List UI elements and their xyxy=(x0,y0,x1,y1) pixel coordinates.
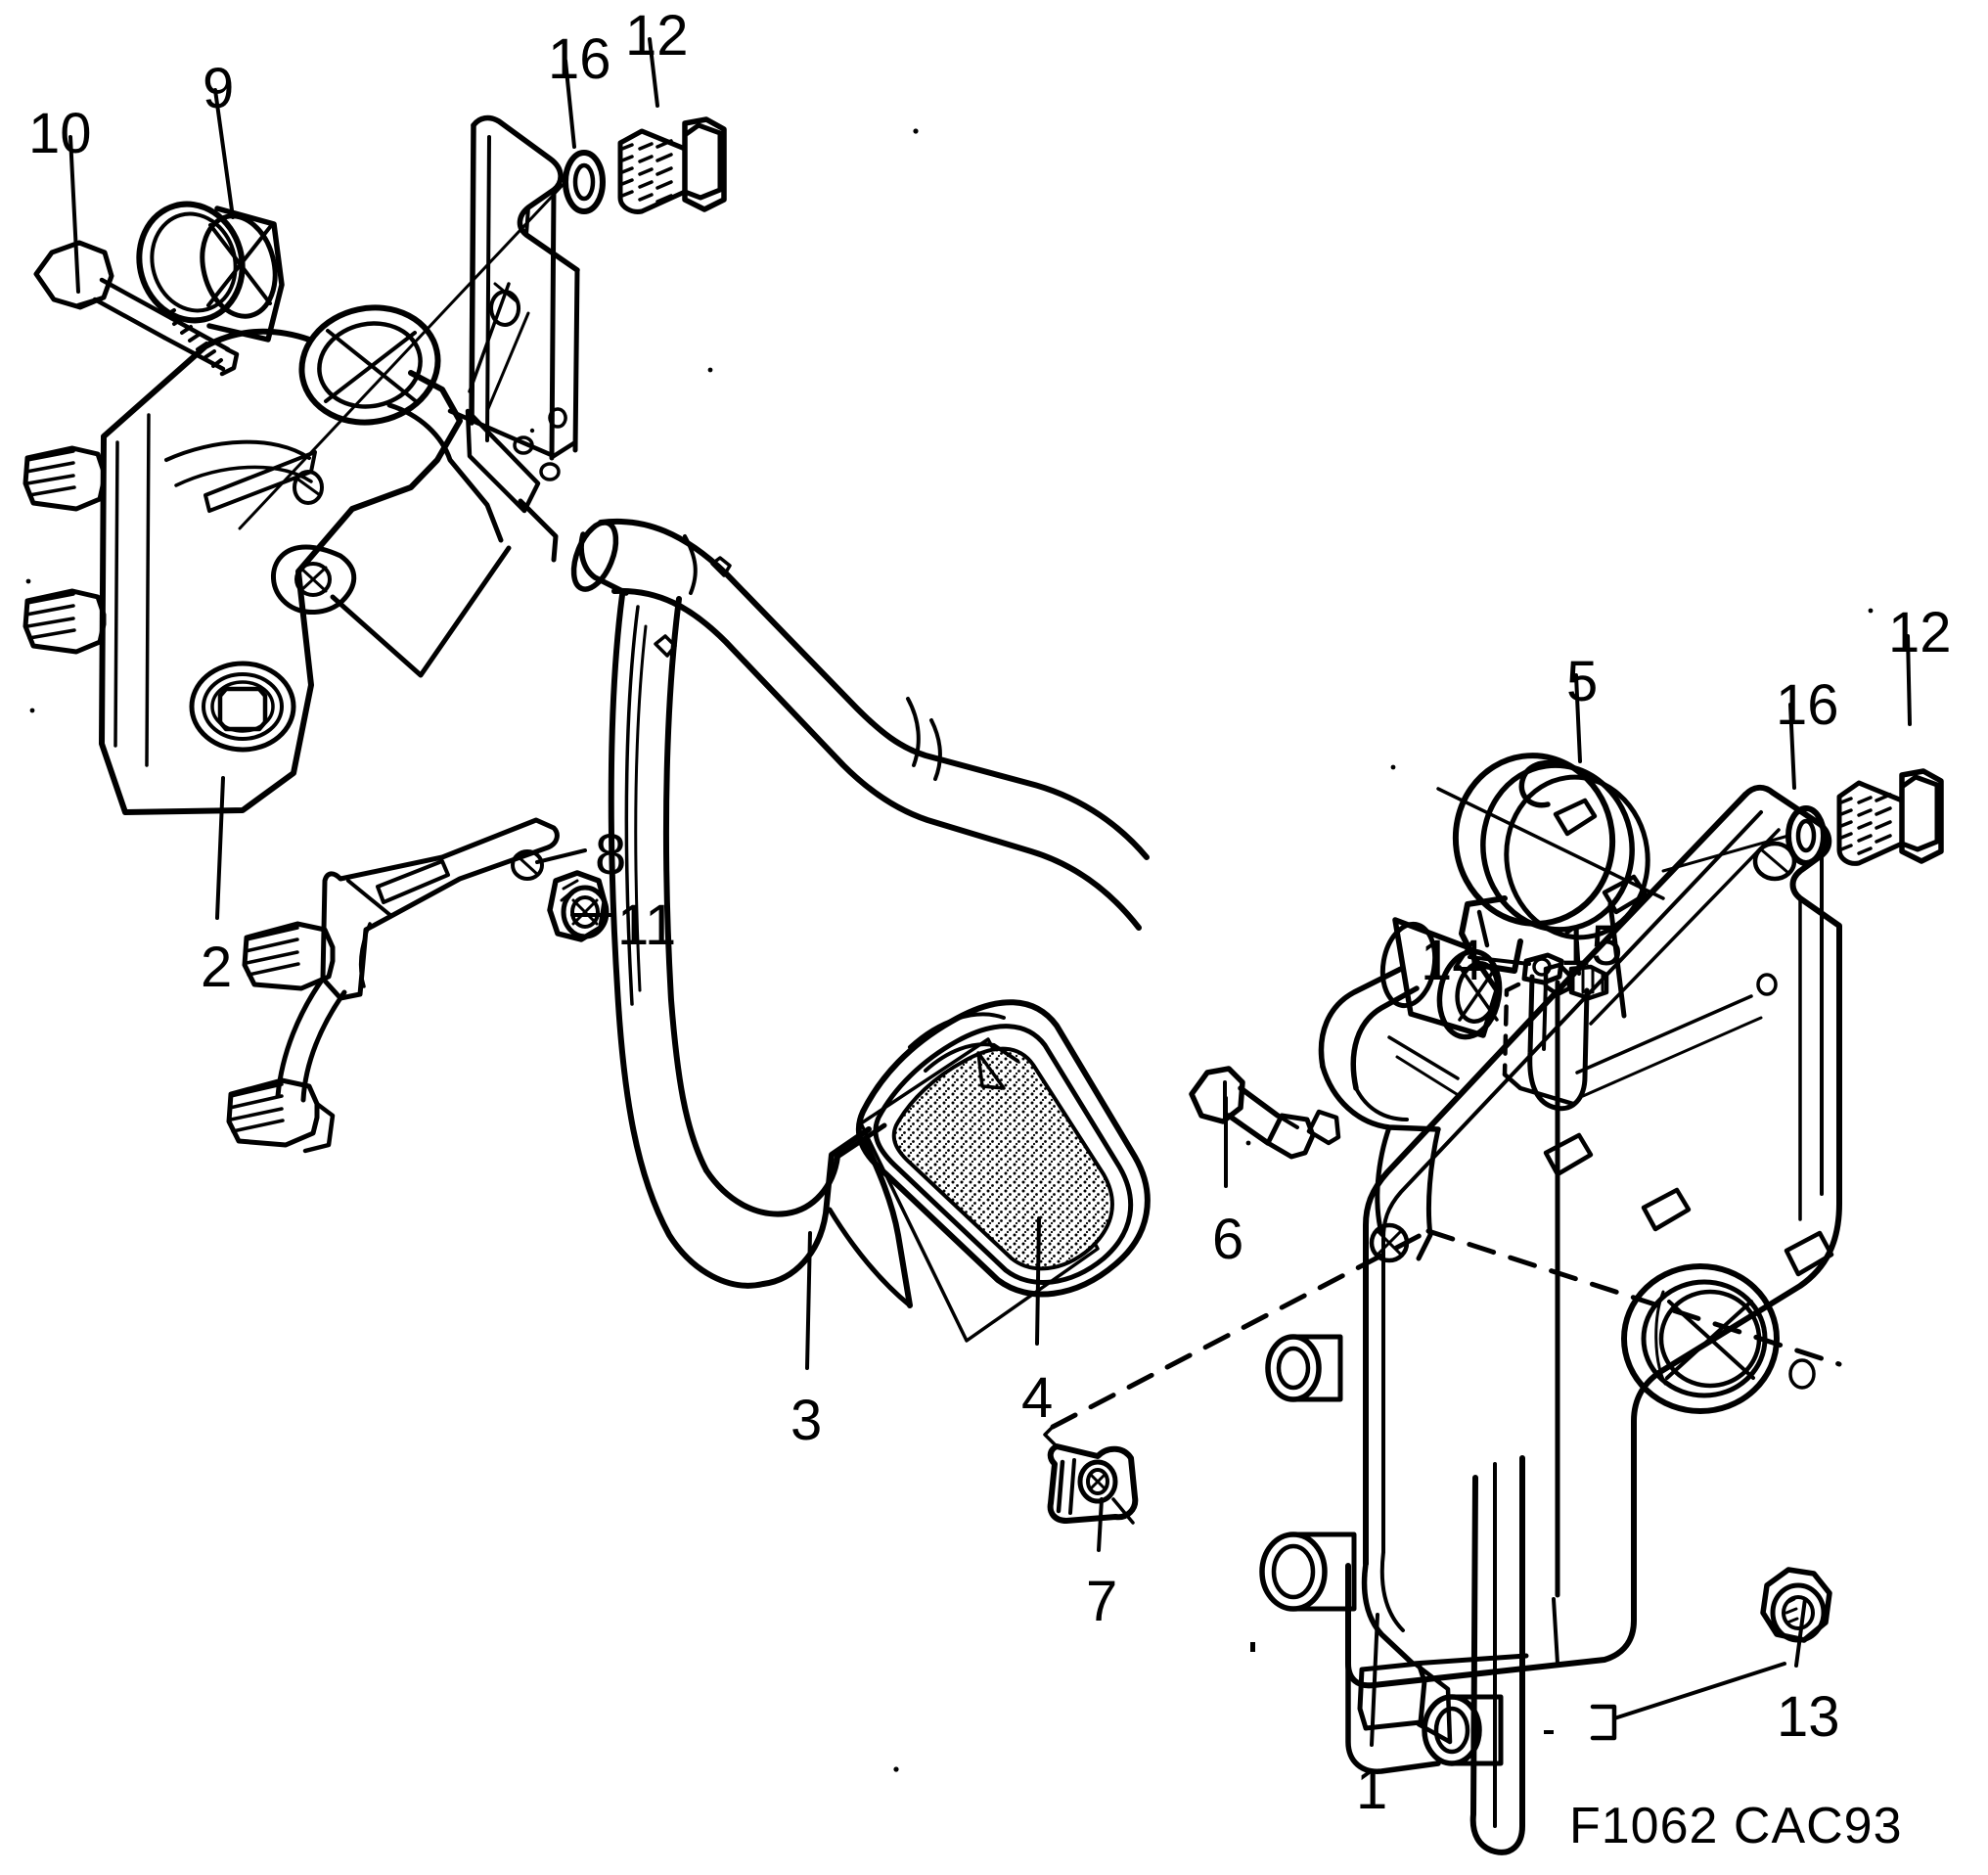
callout-16[interactable]: 16 xyxy=(548,27,611,91)
callout-2[interactable]: 2 xyxy=(201,936,233,999)
callout-15[interactable]: 15 xyxy=(1559,914,1623,978)
part-switch-bracket xyxy=(226,817,560,1154)
callout-13[interactable]: 13 xyxy=(1777,1685,1840,1749)
part-pedal-pad xyxy=(856,999,1151,1343)
part-flat-washer-top xyxy=(563,150,606,214)
part-flange-lock-nut xyxy=(1760,1567,1832,1643)
callout-9[interactable]: 9 xyxy=(203,57,235,120)
callout-14[interactable]: 14 xyxy=(1421,929,1484,992)
scan-artifacts xyxy=(25,128,1874,1772)
part-bushing-sleeve xyxy=(136,201,285,343)
part-pedal-lever-arm xyxy=(1318,917,1503,1263)
part-hex-flange-bolt-right xyxy=(1836,768,1944,866)
part-left-bracket-upright-flange xyxy=(447,114,580,461)
callout-4[interactable]: 4 xyxy=(1021,1366,1054,1430)
part-flange-nut xyxy=(547,870,610,942)
figure-caption: F1062 CAC93 xyxy=(1569,1798,1903,1854)
part-rubber-stop-clip xyxy=(1047,1443,1139,1525)
callout-1[interactable]: 1 xyxy=(1356,1758,1388,1821)
callout-12[interactable]: 12 xyxy=(625,4,689,68)
part-right-pedal-bracket xyxy=(1259,785,1842,1855)
callout-16-right[interactable]: 16 xyxy=(1776,673,1839,737)
part-pedal-arm xyxy=(570,518,1150,1308)
part-hex-flange-bolt-top xyxy=(617,116,727,214)
callout-8[interactable]: 8 xyxy=(595,823,627,887)
callout-3[interactable]: 3 xyxy=(791,1389,823,1452)
callout-6[interactable]: 6 xyxy=(1212,1208,1244,1271)
callout-12-right[interactable]: 12 xyxy=(1888,601,1952,664)
callout-5[interactable]: 5 xyxy=(1566,650,1599,713)
part-pivot-bolt xyxy=(1189,1066,1341,1160)
part-left-pedal-bracket xyxy=(23,304,561,815)
part-small-screw xyxy=(1543,962,1609,1001)
callout-7[interactable]: 7 xyxy=(1086,1570,1118,1633)
callout-10[interactable]: 10 xyxy=(28,102,92,165)
callout-11[interactable]: 11 xyxy=(617,893,677,957)
